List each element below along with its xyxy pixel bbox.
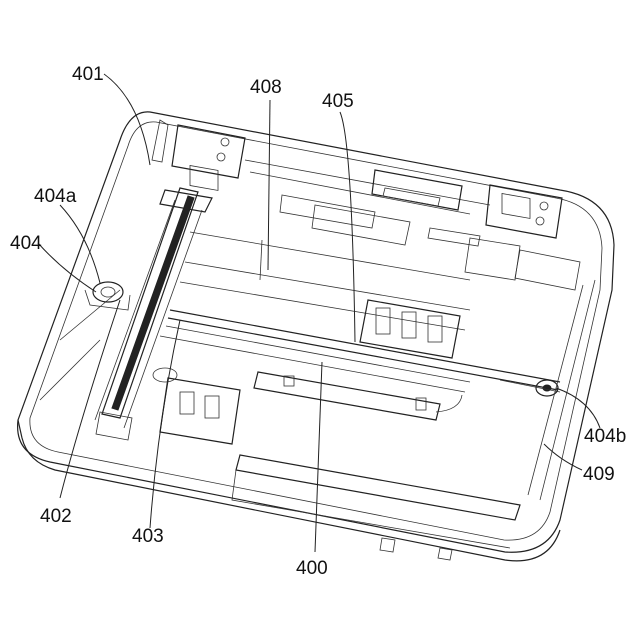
label-404b: 404b xyxy=(584,426,626,447)
label-402: 402 xyxy=(40,506,72,527)
drive-pulley xyxy=(85,282,130,310)
label-405: 405 xyxy=(322,91,354,112)
label-400: 400 xyxy=(296,558,328,579)
interior-floor xyxy=(40,232,470,400)
leader-lines xyxy=(38,74,600,552)
guide-rails xyxy=(160,310,560,392)
idler-pulley xyxy=(500,380,560,396)
front-panel xyxy=(232,455,520,560)
label-401: 401 xyxy=(72,64,104,85)
hinge-block-left xyxy=(152,120,245,190)
label-404: 404 xyxy=(10,233,42,254)
sensor-board xyxy=(360,300,460,358)
label-403: 403 xyxy=(132,526,164,547)
label-404a: 404a xyxy=(34,186,77,207)
hinge-block-right xyxy=(486,185,562,238)
label-408: 408 xyxy=(250,77,282,98)
lower-sensor-block xyxy=(153,368,240,444)
label-409: 409 xyxy=(583,464,615,485)
front-board xyxy=(254,372,462,420)
